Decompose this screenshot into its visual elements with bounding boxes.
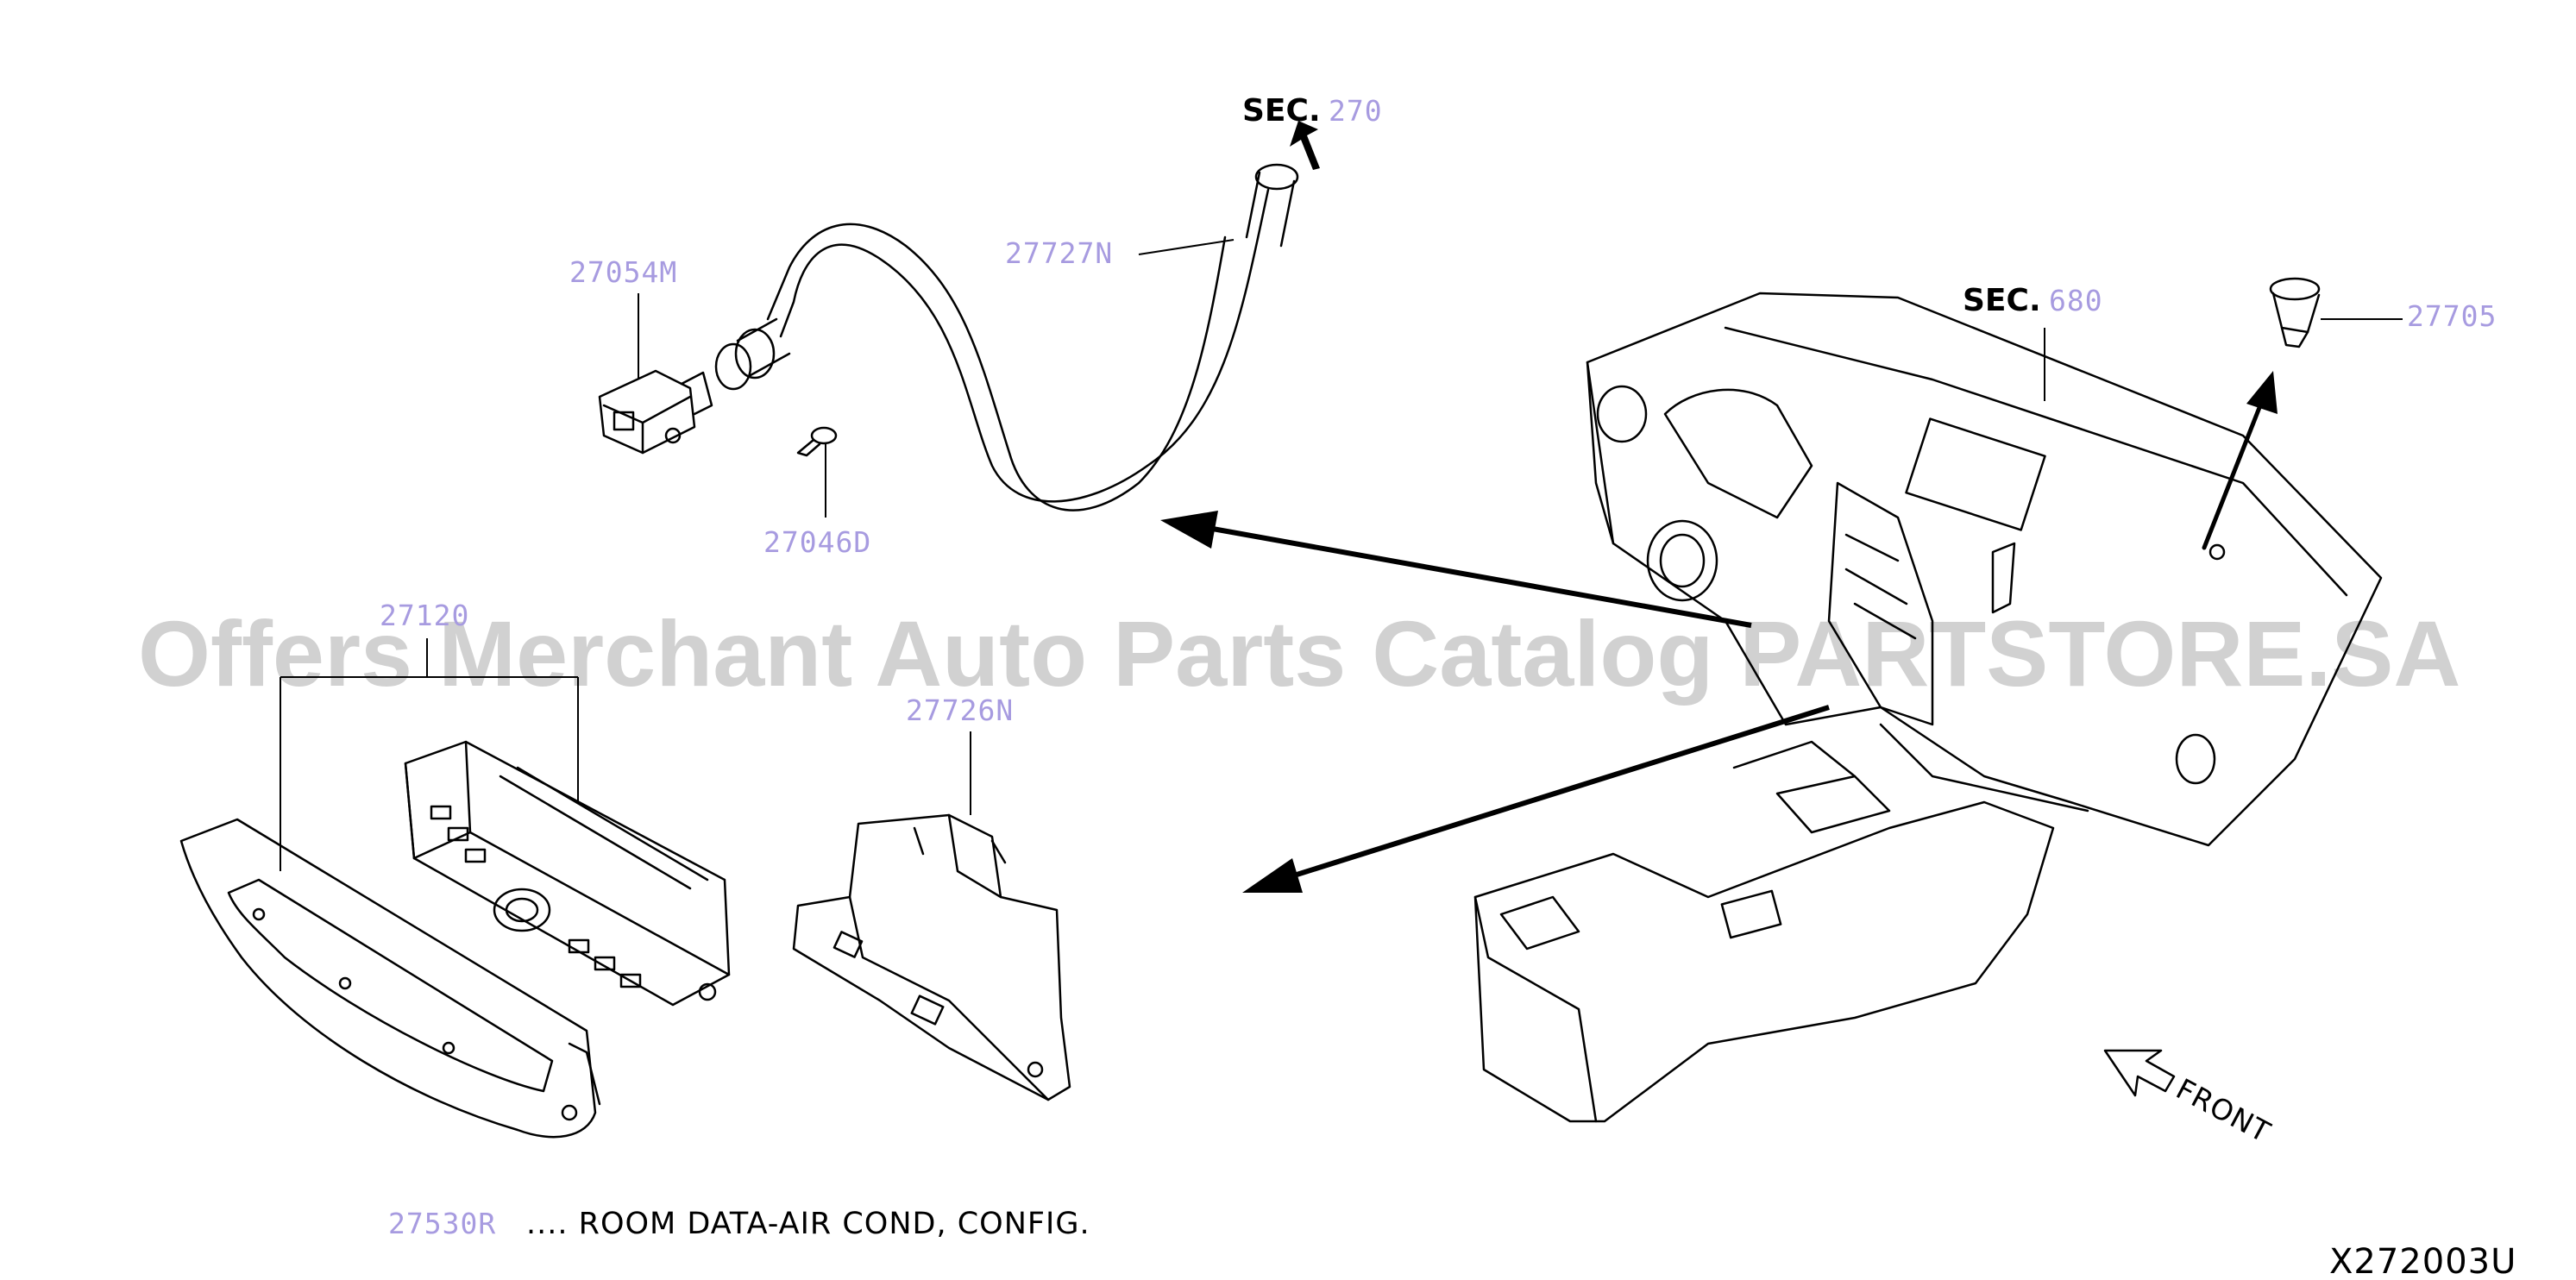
aspirator-27705[interactable] — [2269, 277, 2321, 348]
part-number-27726n[interactable]: 27726N — [906, 693, 1014, 727]
front-label: FRONT — [2171, 1072, 2276, 1150]
dashboard-assembly — [1473, 292, 2383, 1123]
sec-270-arrow — [1290, 121, 1320, 170]
sec-680-number[interactable]: 680 — [2049, 284, 2103, 317]
part-number-27705[interactable]: 27705 — [2407, 299, 2497, 333]
sec-270-prefix: SEC. — [1242, 93, 1321, 129]
sensor-27054m[interactable] — [598, 369, 713, 455]
note-part-number-27530r[interactable]: 27530R — [388, 1207, 496, 1240]
hose-27727n[interactable] — [714, 163, 1299, 511]
front-direction-arrow — [2103, 1049, 2176, 1097]
ac-control-unit[interactable] — [404, 740, 731, 1007]
part-number-27046d[interactable]: 27046D — [763, 525, 871, 559]
part-number-27054m[interactable]: 27054M — [569, 255, 677, 289]
bracket-27726n[interactable] — [792, 813, 1071, 1101]
sec-680-prefix: SEC. — [1963, 283, 2041, 318]
sec-270-number[interactable]: 270 — [1329, 94, 1383, 128]
control-panel-bezel[interactable] — [179, 818, 601, 1139]
part-number-27727n[interactable]: 27727N — [1005, 236, 1113, 270]
watermark-text: Offers Merchant Auto Parts Catalog PARTS… — [138, 601, 2460, 706]
note-text: .... ROOM DATA-AIR COND, CONFIG. — [526, 1207, 1090, 1241]
location-arrows — [1160, 371, 2278, 893]
part-number-27120[interactable]: 27120 — [380, 599, 469, 632]
control-assy-bracket-lines — [280, 638, 579, 871]
hose-leader-line — [1138, 239, 1235, 255]
diagram-id: X272003U — [2329, 1242, 2516, 1280]
screw-27046d[interactable] — [796, 426, 838, 457]
